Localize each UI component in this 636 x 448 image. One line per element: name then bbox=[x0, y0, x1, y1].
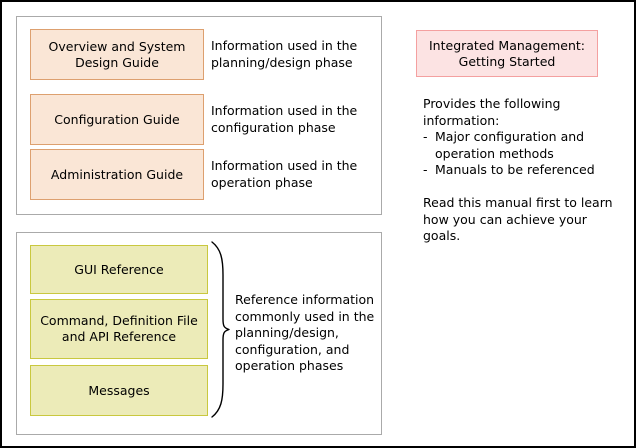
manual-box-integrated-management-getting-started[interactable]: Integrated Management: Getting Started bbox=[416, 30, 598, 77]
manual-box-command-definition-file-and-api-reference[interactable]: Command, Definition File and API Referen… bbox=[30, 299, 208, 359]
manual-box-label: GUI Reference bbox=[74, 261, 164, 277]
bullet-dash-icon: - bbox=[423, 162, 428, 177]
manual-box-label: Overview and System Design Guide bbox=[48, 38, 186, 70]
getting-started-bullet-1: - Major configuration and operation meth… bbox=[423, 129, 623, 162]
bullet-text: Major configuration and operation method… bbox=[435, 129, 585, 161]
manual-box-label: Command, Definition File and API Referen… bbox=[40, 313, 198, 344]
manual-box-label: Integrated Management: Getting Started bbox=[429, 37, 585, 69]
bullet-dash-icon: - bbox=[423, 129, 428, 144]
reference-panel-description: Reference information commonly used in t… bbox=[235, 292, 375, 373]
curly-brace-icon bbox=[210, 241, 230, 418]
manual-box-overview-and-system-design-guide[interactable]: Overview and System Design Guide bbox=[30, 29, 204, 80]
manual-box-label: Configuration Guide bbox=[54, 111, 180, 127]
manual-box-gui-reference[interactable]: GUI Reference bbox=[30, 245, 208, 294]
getting-started-bullet-2: - Manuals to be referenced bbox=[423, 162, 623, 179]
getting-started-intro-line-1: Provides the following bbox=[423, 96, 561, 111]
manual-box-messages[interactable]: Messages bbox=[30, 365, 208, 416]
getting-started-closing-text: Read this manual first to learn how you … bbox=[423, 195, 613, 243]
spacer bbox=[423, 179, 623, 196]
bullet-text: Manuals to be referenced bbox=[435, 162, 595, 177]
phase-description-configuration: Information used in the configuration ph… bbox=[211, 103, 358, 135]
getting-started-description: Provides the following information: - Ma… bbox=[423, 96, 623, 245]
phase-description-planning-design: Information used in the planning/design … bbox=[211, 38, 358, 70]
phase-description-operation: Information used in the operation phase bbox=[211, 158, 358, 190]
manual-box-administration-guide[interactable]: Administration Guide bbox=[30, 149, 204, 200]
manual-box-configuration-guide[interactable]: Configuration Guide bbox=[30, 94, 204, 145]
getting-started-intro-line-2: information: bbox=[423, 112, 500, 128]
manual-box-label: Administration Guide bbox=[50, 166, 184, 182]
manual-box-label: Messages bbox=[88, 382, 150, 398]
